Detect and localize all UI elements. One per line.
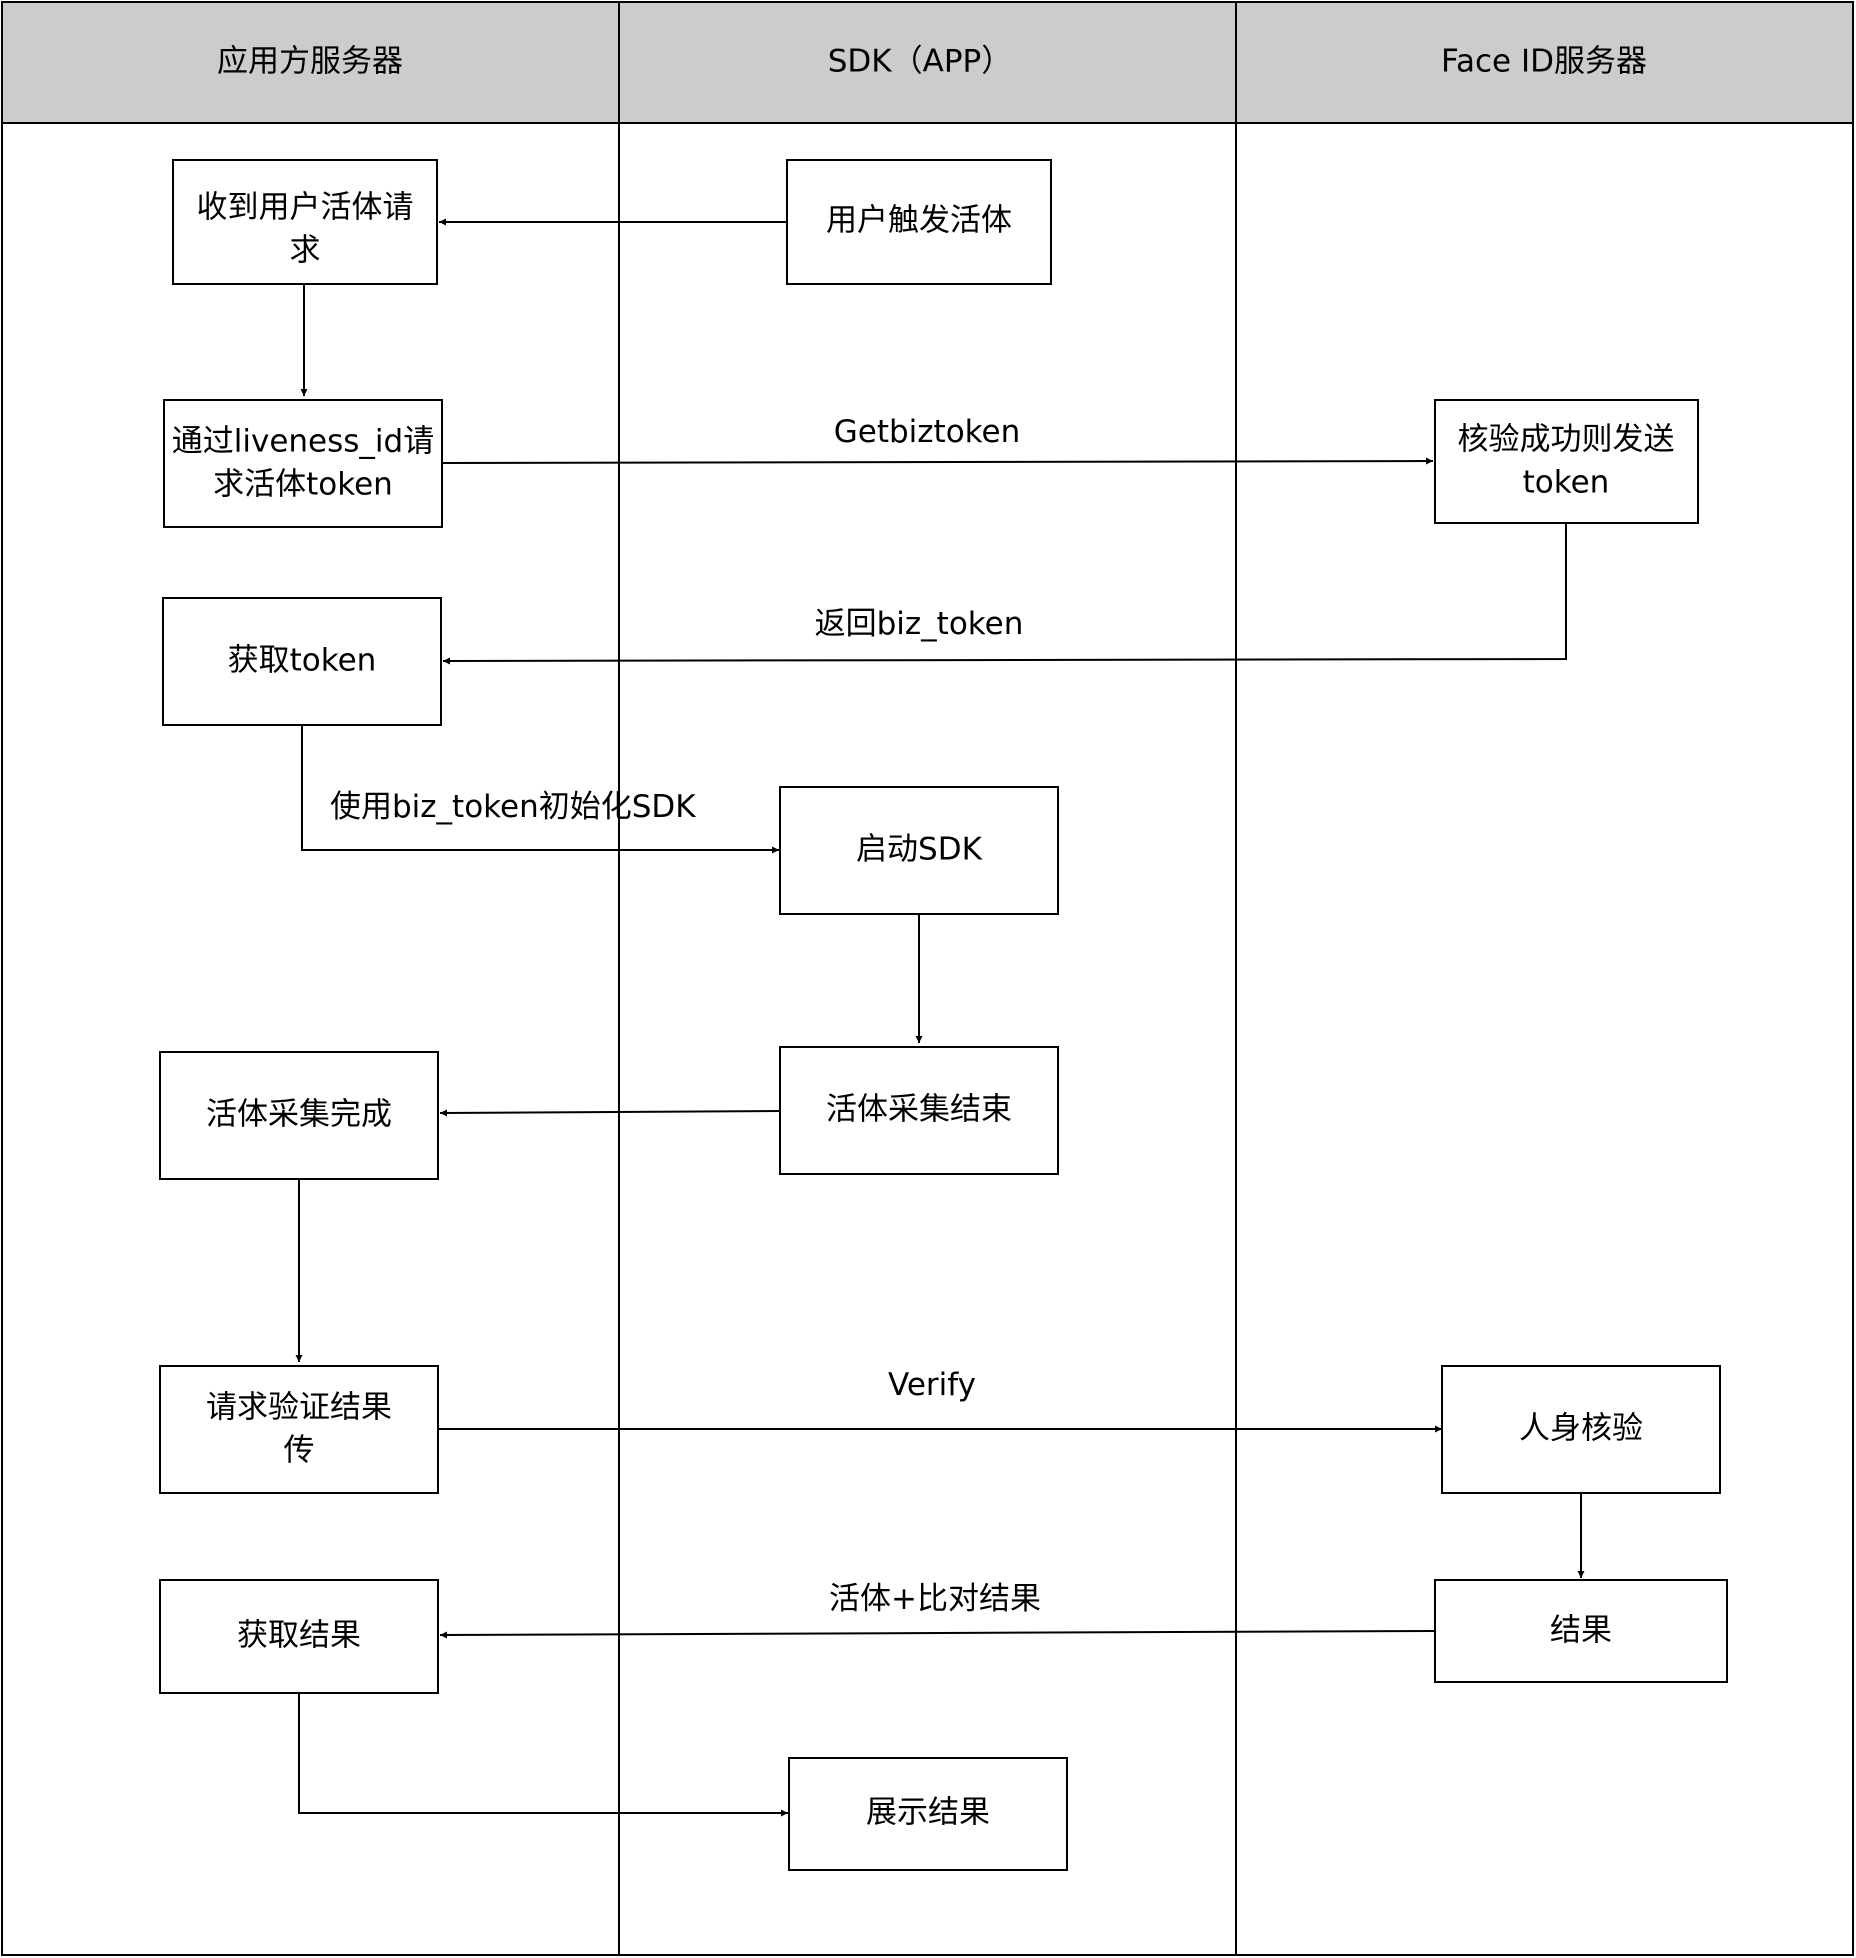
node-request-verify-line-2: 传 xyxy=(284,1433,315,1469)
node-liveness-done-line-1: 活体采集完成 xyxy=(206,1097,392,1133)
edge-label-liveness-compare-result: 活体+比对结果 xyxy=(829,1581,1041,1617)
node-get-result-line-1: 获取结果 xyxy=(237,1618,361,1654)
edge-label-verify: Verify xyxy=(888,1367,976,1403)
node-request-token-box xyxy=(163,399,443,528)
edge-end-to-done xyxy=(439,1109,780,1117)
node-user-trigger-line-1: 用户触发活体 xyxy=(826,203,1012,239)
node-liveness-done: 活体采集完成 xyxy=(159,1051,439,1180)
edges: Getbiztoken 返回biz_token 使用biz_token初始化SD… xyxy=(295,218,1585,1817)
node-liveness-end-line-1: 活体采集结束 xyxy=(826,1092,1012,1128)
node-get-result: 获取结果 xyxy=(159,1579,439,1694)
node-recv-request: 收到用户活体请 求 xyxy=(172,159,438,285)
lane-sdk-header xyxy=(618,1,1237,124)
node-liveness-end-box xyxy=(779,1046,1059,1175)
node-identity-verify-line-1: 人身核验 xyxy=(1519,1411,1643,1447)
node-request-token: 通过liveness_id请 求活体token xyxy=(163,399,443,528)
node-request-verify: 请求验证结果 传 xyxy=(159,1365,439,1494)
node-verify-send-token-line-1: 核验成功则发送 xyxy=(1458,422,1675,458)
node-identity-verify-box xyxy=(1441,1365,1721,1494)
node-get-token: 获取token xyxy=(162,597,442,726)
edge-label-return-biz-token: 返回biz_token xyxy=(815,606,1024,642)
node-liveness-end: 活体采集结束 xyxy=(779,1046,1059,1175)
node-request-token-line-2: 求活体token xyxy=(213,467,393,503)
edge-label-getbiztoken: Getbiztoken xyxy=(834,414,1021,450)
edge-get-to-show xyxy=(298,1693,788,1817)
lane-app-server-header xyxy=(1,1,620,124)
node-show-result-line-1: 展示结果 xyxy=(866,1795,990,1831)
lane-app-server-title: 应用方服务器 xyxy=(217,44,403,80)
node-liveness-done-box xyxy=(159,1051,439,1180)
node-user-trigger-box xyxy=(786,159,1052,285)
node-start-sdk: 启动SDK xyxy=(779,786,1059,915)
lane-sdk: SDK（APP） xyxy=(618,1,1237,1956)
edge-label-init-sdk: 使用biz_token初始化SDK xyxy=(330,789,696,825)
node-request-verify-box xyxy=(159,1365,439,1494)
lane-faceid-title: Face ID服务器 xyxy=(1441,44,1647,80)
node-get-result-box xyxy=(159,1579,439,1694)
node-start-sdk-box xyxy=(779,786,1059,915)
node-verify-send-token-line-2: token xyxy=(1523,465,1610,501)
node-user-trigger: 用户触发活体 xyxy=(786,159,1052,285)
node-identity-verify: 人身核验 xyxy=(1441,1365,1721,1494)
node-start-sdk-line-1: 启动SDK xyxy=(856,832,983,868)
node-get-token-box xyxy=(162,597,442,726)
node-recv-request-line-2: 求 xyxy=(290,233,321,269)
edge-init-sdk xyxy=(301,725,779,854)
lane-sdk-body xyxy=(618,122,1237,1956)
node-get-token-line-1: 获取token xyxy=(228,643,377,679)
lane-sdk-title: SDK（APP） xyxy=(828,44,1012,80)
node-show-result-box xyxy=(788,1757,1068,1871)
node-request-token-line-1: 通过liveness_id请 xyxy=(172,424,434,460)
node-verify-send-token: 核验成功则发送 token xyxy=(1434,399,1699,524)
node-recv-request-box xyxy=(172,159,438,285)
node-result-line-1: 结果 xyxy=(1550,1613,1612,1649)
node-result: 结果 xyxy=(1434,1579,1728,1683)
edge-return-biz-token xyxy=(442,523,1567,665)
nodes: 收到用户活体请 求 用户触发活体 通过liveness_id请 求活体token… xyxy=(159,159,1728,1871)
edge-liveness-compare-result xyxy=(439,1630,1436,1639)
node-request-verify-line-1: 请求验证结果 xyxy=(206,1390,392,1426)
node-recv-request-line-1: 收到用户活体请 xyxy=(197,190,414,226)
node-result-box xyxy=(1434,1579,1728,1683)
lane-faceid-header xyxy=(1235,1,1854,124)
edge-getbiztoken xyxy=(441,457,1434,465)
node-verify-send-token-box xyxy=(1434,399,1699,524)
node-show-result: 展示结果 xyxy=(788,1757,1068,1871)
